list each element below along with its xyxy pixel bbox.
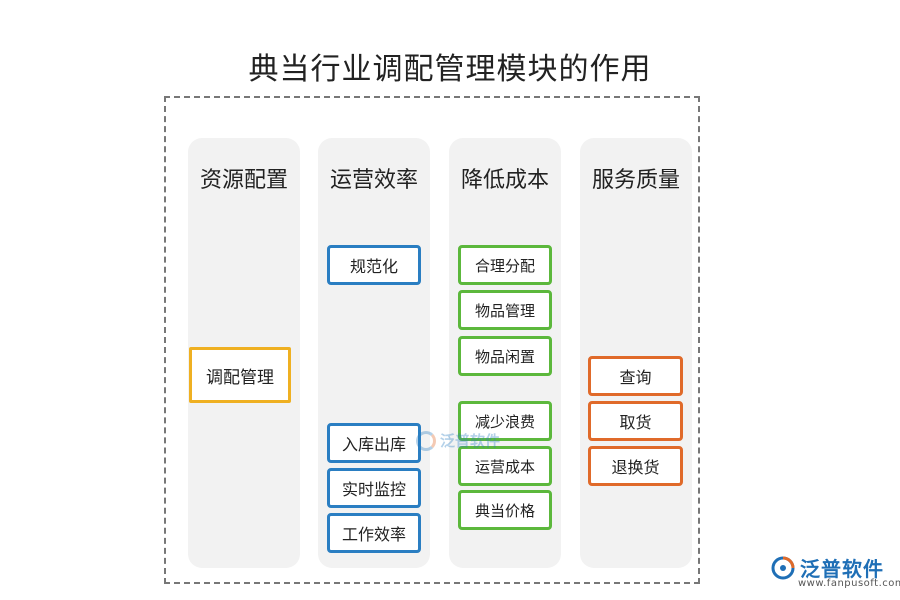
item-realtime-monitoring: 实时监控: [327, 468, 421, 508]
item-goods-management: 物品管理: [458, 290, 552, 330]
column-heading: 服务质量: [591, 168, 680, 193]
item-pawn-price: 典当价格: [458, 490, 552, 530]
logo-text: 泛普软件: [800, 557, 884, 581]
item-standardization: 规范化: [327, 245, 421, 285]
page-title: 典当行业调配管理模块的作用: [248, 52, 652, 87]
item-inquiry: 查询: [588, 356, 683, 396]
center-node-allocation-management: 调配管理: [189, 347, 291, 403]
column-heading: 资源配置: [199, 168, 288, 193]
item-work-efficiency: 工作效率: [327, 513, 421, 553]
item-return-exchange: 退换货: [588, 446, 683, 486]
dashed-frame: [164, 96, 700, 584]
item-idle-goods: 物品闲置: [458, 336, 552, 376]
logo-url: www.fanpusoft.com: [798, 578, 900, 589]
item-reduce-waste: 减少浪费: [458, 401, 552, 441]
item-inbound-outbound: 入库出库: [327, 423, 421, 463]
column-heading: 运营效率: [329, 168, 418, 193]
brand-logo: 泛普软件: [770, 553, 884, 582]
column-heading: 降低成本: [460, 168, 549, 193]
item-reasonable-allocation: 合理分配: [458, 245, 552, 285]
item-operating-cost: 运营成本: [458, 446, 552, 486]
item-pickup: 取货: [588, 401, 683, 441]
column-service-quality: 服务质量: [580, 138, 692, 568]
fanpu-logo-icon: [771, 556, 795, 579]
